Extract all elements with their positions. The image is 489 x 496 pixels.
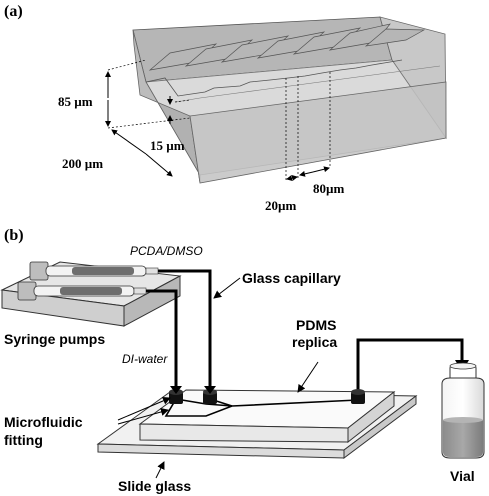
gap-arrow (286, 175, 293, 181)
dim-width-label: 200 µm (62, 156, 103, 171)
panel-a: (a) (4, 3, 447, 213)
syringe-lower (17, 281, 147, 301)
width-arrow (111, 129, 147, 155)
gap-arrow-2 (291, 175, 298, 181)
pdms-label-line2: replica (292, 334, 337, 350)
panel-a-label: (a) (4, 3, 23, 20)
groove-ridge-line (145, 59, 403, 97)
dim-height-label: 85 µm (58, 94, 93, 109)
syringe-upper (29, 261, 159, 281)
microchannel (164, 398, 359, 417)
vial (441, 362, 485, 459)
vial-label: Vial (450, 468, 475, 484)
syringe-pump (0, 261, 182, 327)
fitting-label-line2: fitting (4, 432, 43, 448)
vial-liquid (443, 420, 483, 457)
dim-pitch-label: 80µm (313, 181, 344, 196)
channel-front-face (189, 81, 447, 184)
fitting-label-line1: Microfluidic (4, 414, 83, 430)
pitch-arrow (299, 170, 314, 177)
fitting-outlet (351, 389, 365, 404)
dim-gap-label: 20µm (265, 198, 296, 213)
herringbone-grooves (148, 23, 426, 71)
fluid-bottom-label: DI-water (122, 352, 168, 366)
dim-depth-label: 15 µm (150, 138, 185, 153)
panel-b-label: (b) (4, 227, 24, 244)
leader-lines (117, 277, 319, 479)
pitch-arrow-2 (312, 166, 330, 173)
inlet-arrowhead-left (170, 386, 182, 394)
groove-ridge-line-2 (175, 65, 441, 103)
panel-b: (b) (0, 227, 485, 494)
syringe-pumps-label: Syringe pumps (4, 331, 105, 347)
inlet-arrowhead-middle (204, 386, 216, 394)
tubing (146, 269, 464, 396)
fluid-top-label: PCDA/DMSO (130, 244, 203, 258)
slide-glass-label: Slide glass (118, 478, 191, 494)
dimension-guides (107, 59, 331, 182)
glass-capillary-label: Glass capillary (242, 270, 341, 286)
pdms-label-line1: PDMS (296, 317, 336, 333)
width-arrow-2 (145, 153, 173, 177)
channel-3d-model (132, 16, 447, 184)
